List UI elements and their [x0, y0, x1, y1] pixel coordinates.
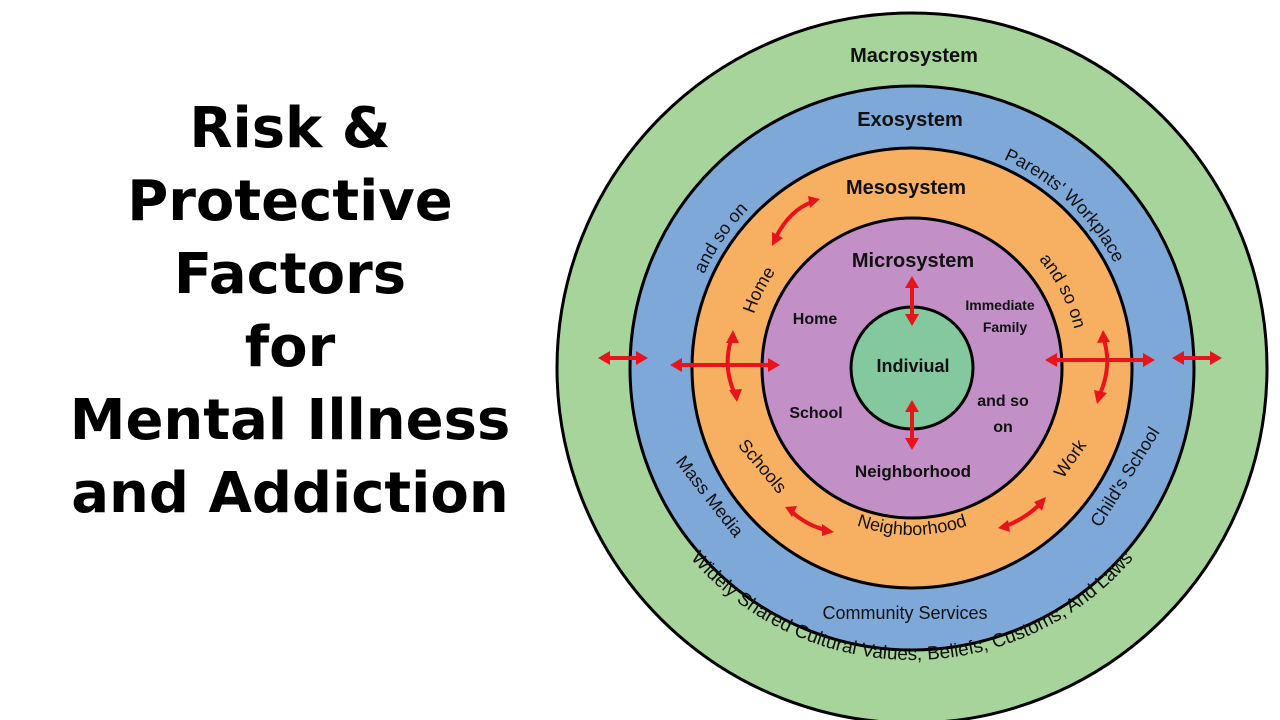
arrow-meso-top-left	[772, 196, 820, 246]
macrosystem-label: Macrosystem	[850, 45, 978, 67]
arrow-meso-bottom-right	[998, 497, 1046, 532]
arrow-left-outer	[598, 351, 648, 365]
microsystem-immediate-family-line2: Family	[983, 319, 1028, 335]
arrow-meso-right-vertical	[1094, 330, 1110, 404]
microsystem-immediate-family-line1: Immediate	[965, 297, 1034, 313]
microsystem-school: School	[789, 405, 842, 422]
microsystem-and-so-on-line1: and so	[977, 393, 1029, 410]
microsystem-and-so-on-line2: on	[993, 419, 1013, 436]
title-line: for	[244, 315, 336, 380]
microsystem-home: Home	[793, 311, 838, 328]
title-line: Protective	[127, 169, 453, 234]
arrow-meso-left-vertical	[725, 330, 742, 402]
arrow-left-inner	[670, 358, 780, 372]
title-line: Factors	[173, 242, 407, 307]
arrow-meso-bottom-left	[785, 506, 834, 536]
title-line: and Addiction	[71, 461, 509, 526]
arrow-right-inner	[1045, 353, 1155, 367]
exosystem-community-services: Community Services	[822, 603, 987, 623]
microsystem-neighborhood: Neighborhood	[855, 462, 971, 481]
mesosystem-label: Mesosystem	[846, 177, 966, 199]
title-line: Mental Illness	[69, 388, 511, 453]
arrow-individual-bottom	[905, 400, 919, 450]
arrow-individual-top	[905, 276, 919, 326]
individual-label: Indiviual	[876, 356, 949, 376]
title-line: Risk &	[189, 96, 391, 161]
exosystem-label: Exosystem	[857, 109, 963, 131]
microsystem-label: Microsystem	[852, 250, 974, 272]
arrow-right-outer	[1172, 351, 1222, 365]
title-block: Risk & Protective Factors for Mental Ill…	[20, 92, 560, 530]
